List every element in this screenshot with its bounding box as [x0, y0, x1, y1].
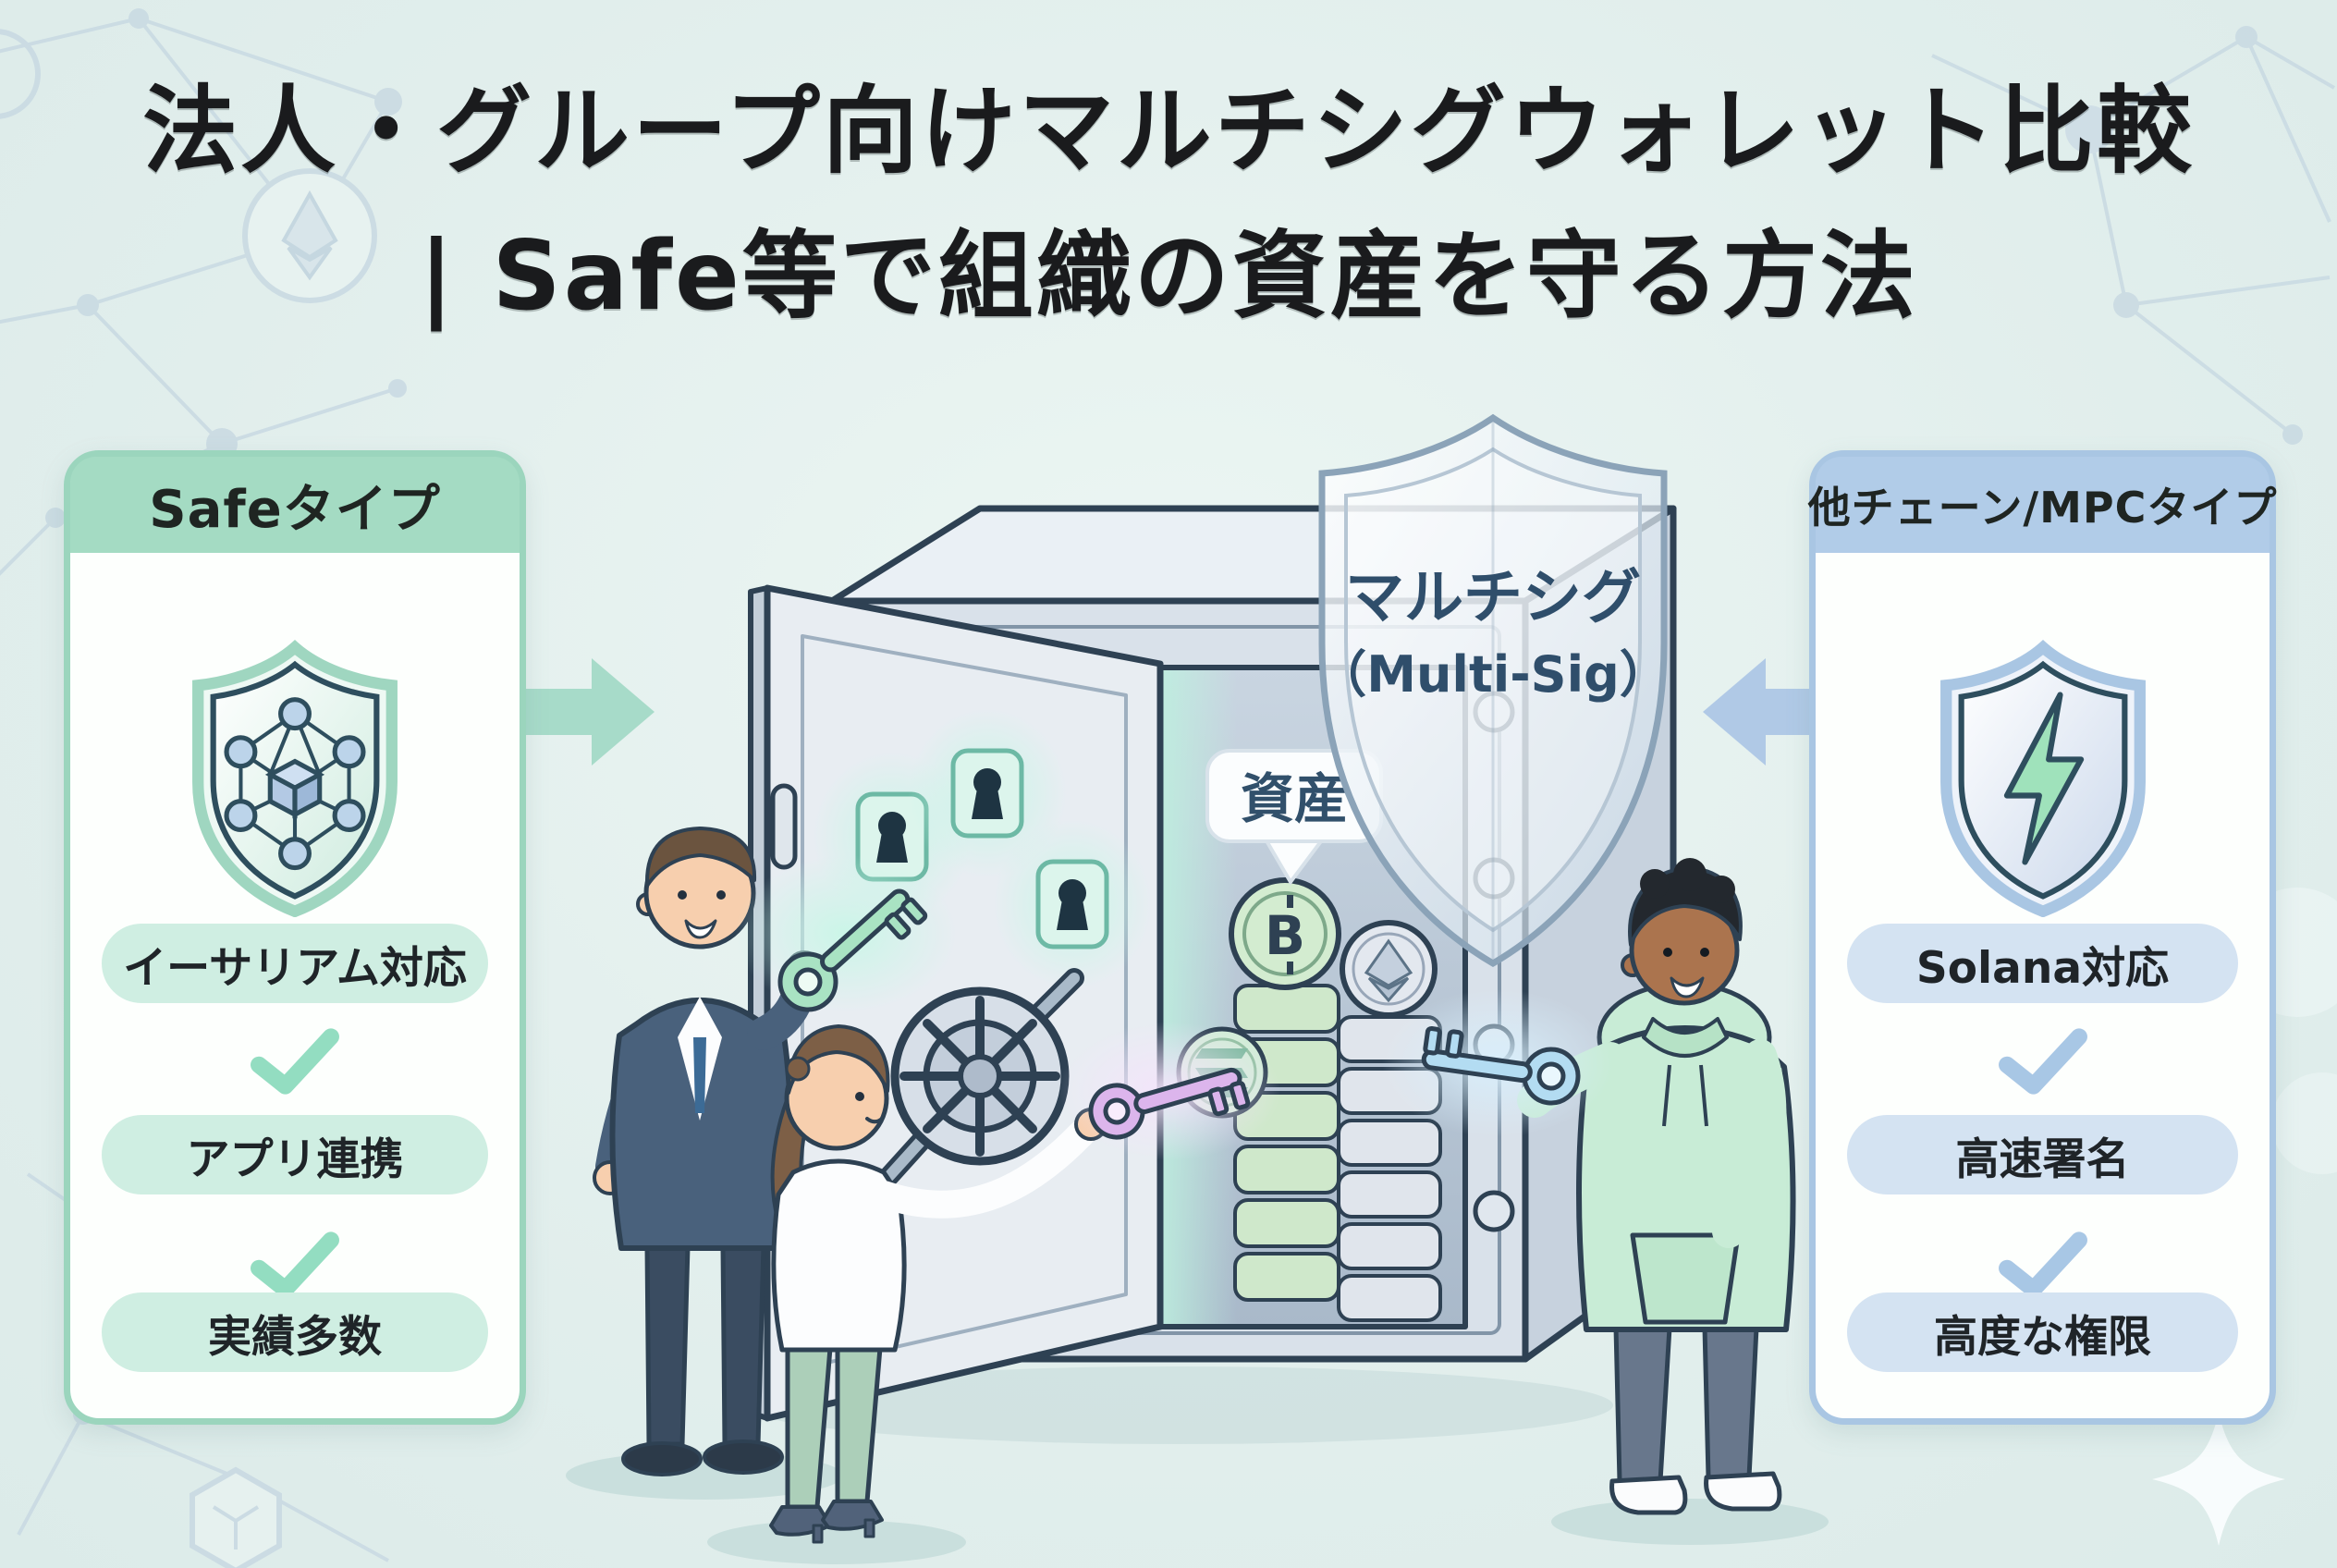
sparkle-icon — [2152, 1413, 2285, 1546]
title-line-1: 法人・グループ向けマルチシグウォレット比較 — [142, 76, 2195, 187]
checkmark-icon — [1991, 1230, 2095, 1300]
mpc-type-body: Solana対応 高速署名 高度な権限 — [1816, 553, 2270, 1418]
safe-type-panel: Safeタイプ — [64, 450, 526, 1425]
vault-shadow — [744, 1366, 1613, 1444]
feature-pill: アプリ連携 — [102, 1115, 488, 1194]
checkmark-icon — [243, 1230, 347, 1300]
checkmark-icon — [243, 1026, 347, 1096]
shield-lightning-icon — [1927, 640, 2159, 921]
shield-network-icon — [179, 640, 410, 921]
keyhole-icon — [993, 819, 1152, 989]
safe-type-header: Safeタイプ — [70, 457, 520, 553]
blue-key-icon — [1382, 989, 1613, 1137]
ethereum-node-icon — [281, 190, 338, 281]
mpc-type-header: 他チェーン/MPCタイプ — [1808, 457, 2276, 553]
page-title: 法人・グループ向けマルチシグウォレット比較 | Safe等で組織の資産を守る方法 — [0, 59, 2337, 349]
bitcoin-symbol: B — [1265, 904, 1305, 967]
pink-key-icon — [1058, 1022, 1280, 1160]
checkmark-icon — [1991, 1026, 2095, 1096]
bitcoin-coin-icon: B — [1229, 877, 1341, 990]
safe-type-body: イーサリアム対応 アプリ連携 実績多数 — [70, 553, 520, 1418]
multisig-label-jp: マルチシグ — [1345, 564, 1641, 632]
feature-pill: 高度な権限 — [1847, 1292, 2238, 1372]
feature-pill: 実績多数 — [102, 1292, 488, 1372]
multisig-shield: マルチシグ （Multi-Sig） — [1316, 413, 1670, 968]
assets-label: 資産 — [1241, 767, 1348, 830]
green-key-icon — [735, 855, 957, 1012]
mpc-type-panel: 他チェーン/MPCタイプ Solana対応 — [1808, 450, 2276, 1425]
arrow-left-icon — [1703, 658, 1854, 766]
multisig-label-en: （Multi-Sig） — [1316, 645, 1669, 704]
feature-pill: イーサリアム対応 — [102, 924, 488, 1003]
businesswoman-figure — [707, 1024, 1107, 1564]
vault-wheel — [879, 968, 1084, 1186]
arrow-right-icon — [504, 658, 655, 766]
feature-pill: Solana対応 — [1847, 924, 2238, 1003]
title-line-2: | Safe等で組織の資産を守る方法 — [419, 220, 1918, 332]
ethereum-coin-icon — [1340, 920, 1438, 1018]
feature-pill: 高速署名 — [1847, 1115, 2238, 1194]
